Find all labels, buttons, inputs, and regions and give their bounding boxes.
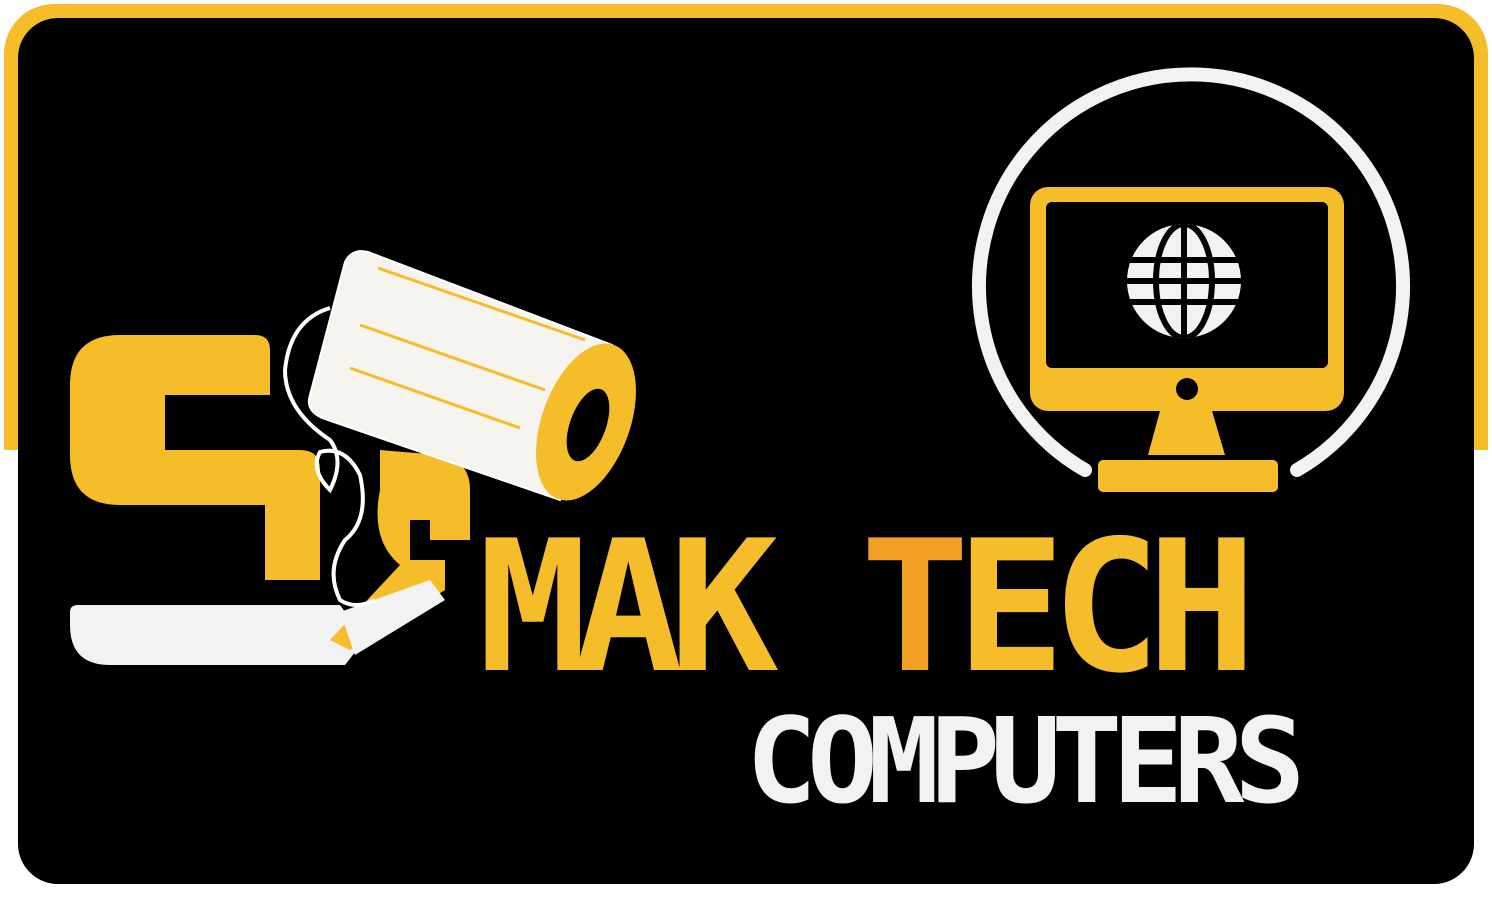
brand-name-part-3: ECH xyxy=(956,501,1245,713)
brand-subtitle: COMPUTERS xyxy=(746,692,1298,830)
brand-initial-s: S xyxy=(70,335,380,665)
cctv-camera-icon xyxy=(282,250,636,655)
brand-name: MAK TECH xyxy=(478,501,1245,713)
brand-name-part-1: MAK xyxy=(478,501,860,713)
globe-icon xyxy=(1127,224,1241,338)
monitor-ring xyxy=(972,67,1410,477)
brand-name-part-2: T xyxy=(860,501,962,713)
